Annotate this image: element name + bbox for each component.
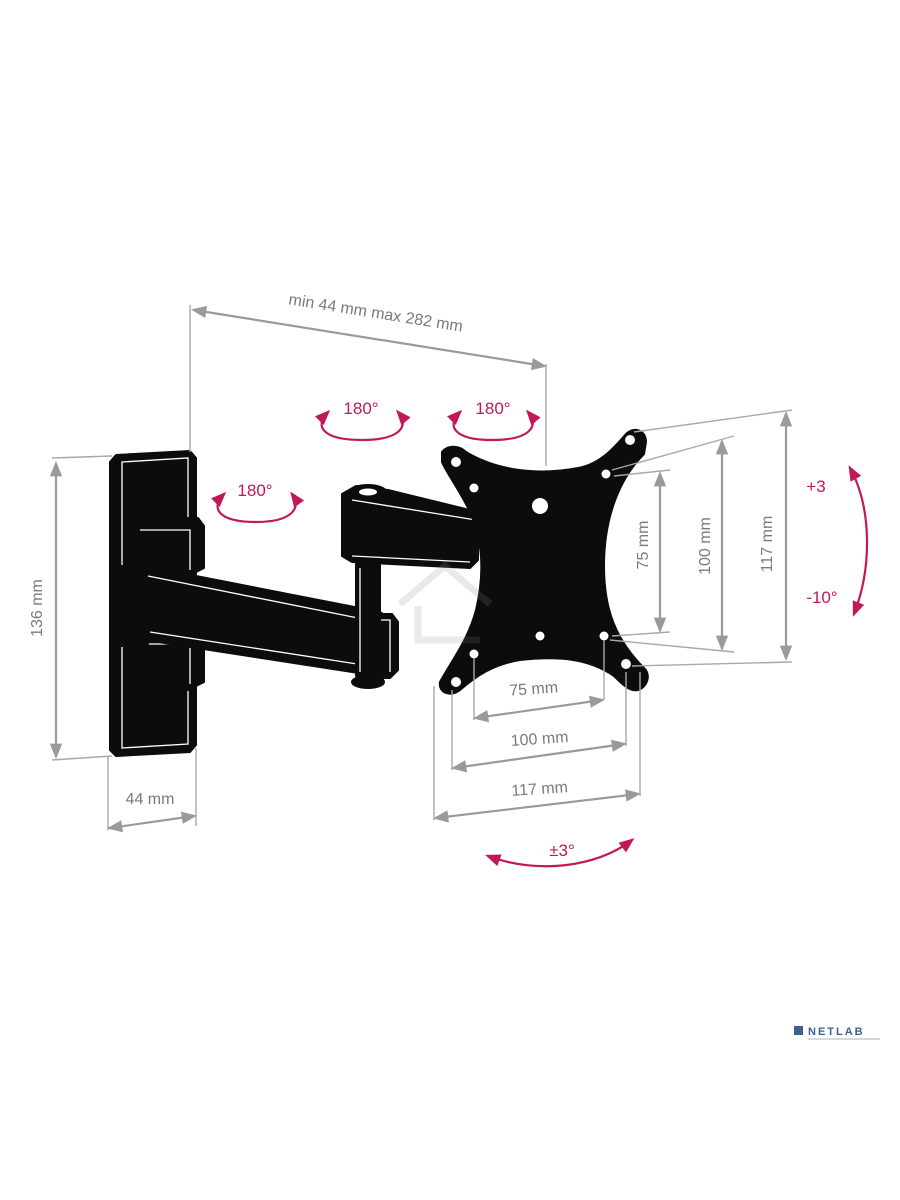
vesa-outer-horizontal-label: 117 mm	[511, 779, 569, 800]
vesa-outer-horizontal-dim-line	[432, 789, 642, 823]
wall-plate-depth-dim-line	[106, 811, 198, 833]
vesa-outer-vertical-label: 117 mm	[759, 516, 776, 573]
plate-joint-rotation-label: 180°	[475, 399, 510, 418]
elbow-pivot	[351, 559, 385, 689]
tilt-down-label: -10°	[806, 588, 837, 607]
arm-extension-dim-line	[190, 305, 548, 371]
upper-arm	[341, 484, 479, 569]
wall-plate-height-label: 136 mm	[29, 579, 46, 637]
dimension-lines	[49, 305, 793, 833]
watermark-house-icon	[397, 561, 493, 644]
rotation-indicators: 180° 180° 180° +3 -10° ±3°	[210, 399, 869, 868]
middle-joint-rotation-arrow	[314, 409, 411, 442]
vesa-inner-horizontal-label: 75 mm	[509, 679, 559, 699]
vesa-inner-vertical-label: 75 mm	[635, 521, 652, 570]
vesa-mid-vertical-label: 100 mm	[697, 517, 714, 575]
vesa-inner-horizontal-dim-line	[472, 695, 606, 723]
tilt-rotation-arrow	[848, 465, 869, 617]
plate-joint-rotation-arrow	[446, 409, 541, 442]
vesa-plate	[438, 428, 649, 695]
wall-plate-depth-label: 44 mm	[126, 791, 175, 808]
netlab-logo: NETLAB	[794, 1026, 880, 1040]
vesa-mid-horizontal-dim-line	[450, 739, 628, 773]
level-adjust-label: ±3°	[549, 841, 575, 860]
middle-joint-rotation-label: 180°	[343, 399, 378, 418]
wall-joint-rotation-arrow	[210, 491, 305, 524]
logo-text: NETLAB	[808, 1026, 865, 1038]
tilt-up-label: +3	[806, 477, 825, 496]
netlab-square-icon	[794, 1026, 803, 1035]
vesa-mid-horizontal-label: 100 mm	[510, 729, 569, 750]
level-adjust-rotation-arrow	[485, 838, 635, 868]
wall-joint-rotation-label: 180°	[237, 481, 272, 500]
